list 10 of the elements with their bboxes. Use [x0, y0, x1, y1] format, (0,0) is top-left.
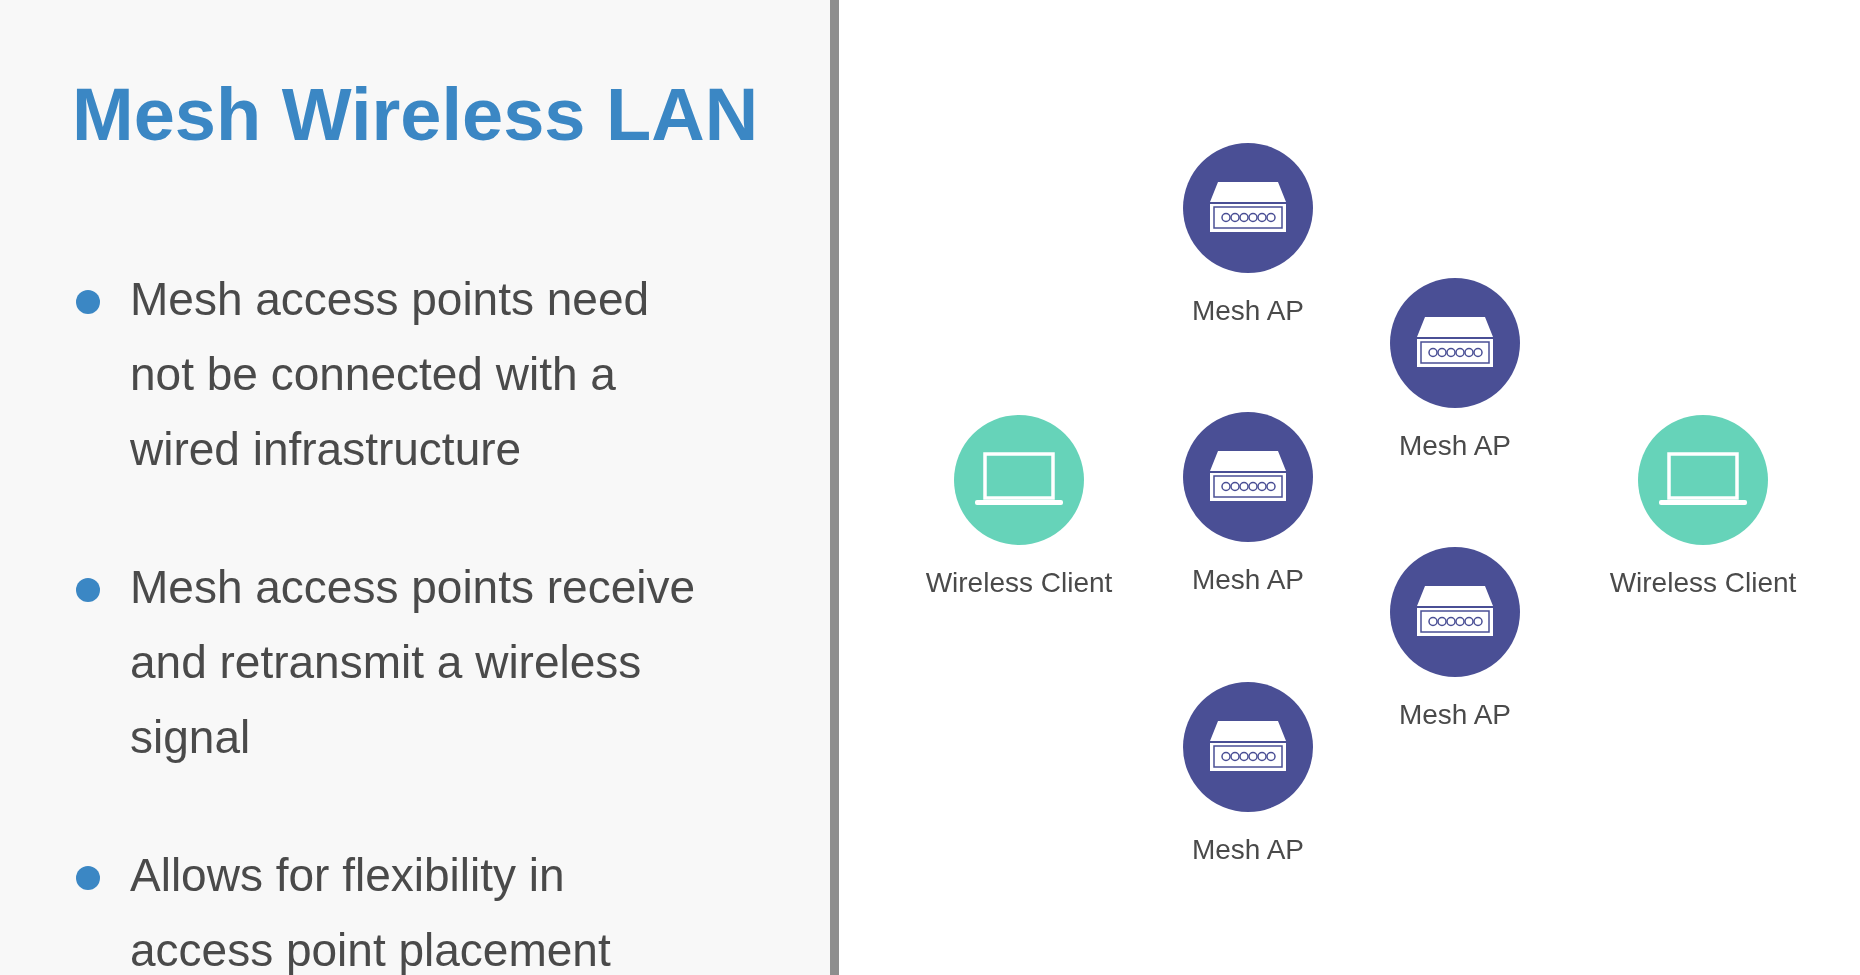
node-label: Wireless Client [1609, 569, 1797, 597]
node-label: Wireless Client [925, 569, 1113, 597]
node-label: Mesh AP [1398, 701, 1512, 729]
node-label: Mesh AP [1191, 566, 1305, 594]
title: Mesh Wireless LAN [72, 78, 759, 152]
node-label: Mesh AP [1398, 432, 1512, 460]
bullet-text: Mesh access points receive and retransmit a wireless signal [130, 560, 697, 765]
bullet-text: Mesh access points need not be connected with a wired infrastructure [130, 272, 651, 477]
node-label: Mesh AP [1191, 297, 1305, 325]
node-label: Mesh AP [1191, 836, 1305, 864]
